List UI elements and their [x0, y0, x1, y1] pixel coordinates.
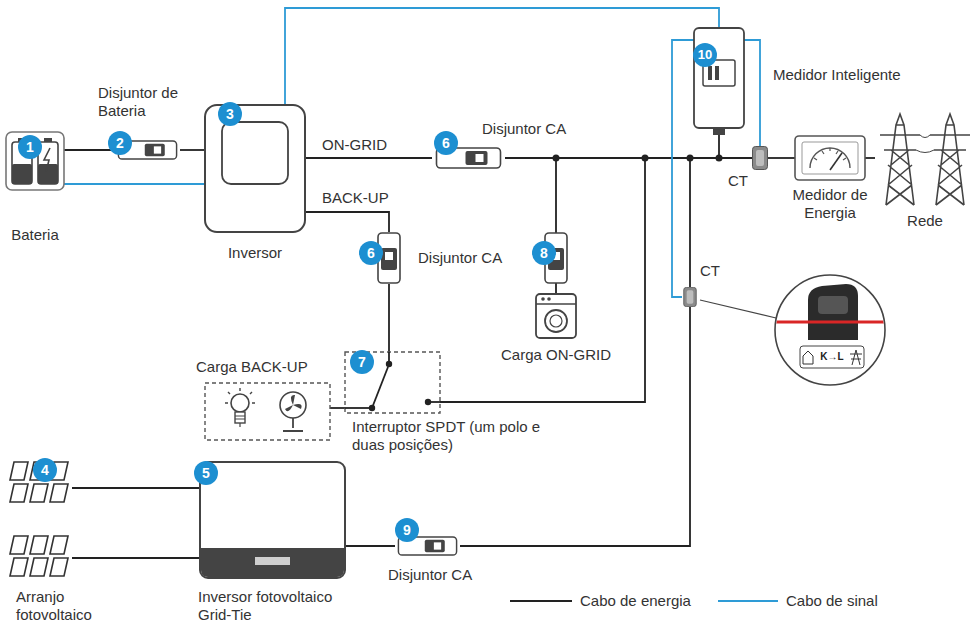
node-label: Interruptor SPDT (um polo e duas posiçõe… [352, 418, 552, 454]
signal-cable [64, 183, 205, 185]
current-transformer: CT [682, 287, 698, 307]
node-label: Inversor [228, 244, 282, 262]
callout-number: 4 [33, 458, 57, 482]
grid-tie-inverter-icon [200, 462, 345, 578]
ct-clamp-icon [753, 147, 768, 170]
energy-meter: Medidor de Energia [795, 136, 865, 180]
signal-cable [744, 40, 760, 146]
callout-number: 6 [359, 241, 383, 265]
callout-number: 7 [350, 350, 374, 374]
power-cable [440, 158, 752, 402]
node-label: Medidor de Energia [785, 186, 875, 222]
pv-panel-icon [10, 536, 68, 576]
energy-meter-icon [795, 136, 865, 180]
callout-number: 5 [194, 461, 218, 485]
signal-cable [285, 8, 719, 105]
backup-load: Carga BACK-UP [205, 383, 330, 440]
node-label: Bateria [11, 226, 59, 244]
inverter-icon [205, 105, 305, 232]
edge-label: ON-GRID [322, 136, 387, 154]
callout-number: 1 [18, 135, 42, 159]
backup-load-icons [205, 383, 330, 440]
node-label: Disjuntor CA [388, 566, 472, 584]
legend-label: Cabo de energia [580, 592, 691, 610]
on-grid-load: Carga ON-GRID [536, 294, 576, 338]
power-cable [330, 407, 345, 409]
power-cable [865, 157, 875, 159]
current-transformer: CT [752, 146, 768, 170]
power-cable [180, 149, 205, 151]
callout-number: 3 [218, 102, 242, 126]
node-label: Medidor Inteligente [773, 66, 901, 84]
callout-number: 10 [693, 43, 717, 67]
grid-tower-icon [880, 114, 970, 205]
legend-line-sample [718, 600, 778, 602]
node-label: CT [700, 262, 720, 280]
power-cable [690, 158, 752, 287]
washing-machine-icon [536, 294, 576, 338]
ct-direction-mark: K→L [820, 351, 843, 363]
node-label: Disjuntor de Bateria [98, 84, 203, 120]
power-cable [768, 157, 795, 159]
power-cable [64, 149, 115, 151]
utility-grid: Rede [875, 112, 972, 205]
inverter: Inversor [205, 105, 305, 232]
power-cable [345, 545, 395, 547]
node-label: Rede [907, 212, 943, 230]
node-label: Disjuntor CA [482, 120, 566, 138]
node-label: Carga ON-GRID [501, 346, 611, 364]
legend-label: Cabo de sinal [786, 592, 878, 610]
power-cable [72, 557, 200, 559]
callout-number: 8 [532, 241, 556, 265]
power-cable [72, 487, 200, 489]
node-label: Inversor fotovoltaico Grid-Tie [198, 588, 368, 624]
grid-tie-inverter: Inversor fotovoltaico Grid-Tie [200, 462, 345, 578]
ct-clamp-icon [684, 287, 697, 306]
smart-meter-icon [694, 28, 744, 158]
junction-dot [553, 155, 723, 162]
node-label: CT [728, 172, 748, 190]
node-label: Carga BACK-UP [196, 358, 308, 376]
battery-icon [6, 132, 64, 190]
callout-number: 6 [434, 131, 458, 155]
power-cable [305, 157, 432, 159]
callout-number: 9 [395, 518, 419, 542]
node-label: Arranjo fotovoltaico [16, 588, 116, 624]
edge-label: BACK-UP [322, 189, 389, 207]
legend-line-sample [510, 600, 572, 602]
power-cable [305, 212, 389, 232]
ct-zoom-detail [700, 275, 890, 385]
callout-number: 2 [108, 131, 132, 155]
node-label: Disjuntor CA [418, 249, 502, 267]
power-cable [388, 284, 390, 352]
